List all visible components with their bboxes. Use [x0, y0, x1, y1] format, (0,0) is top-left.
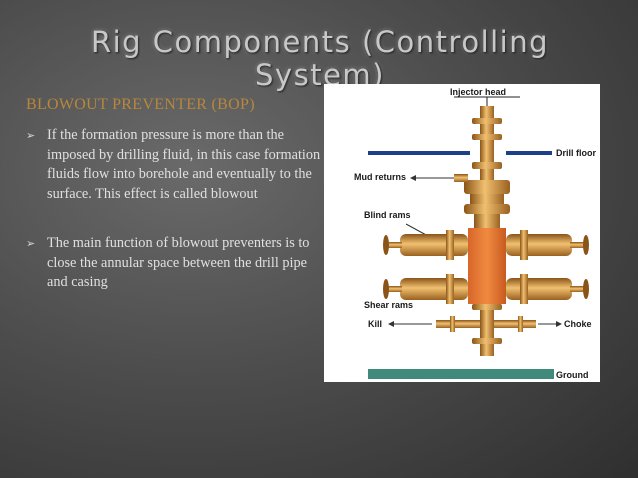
bullet-text: The main function of blowout preventers … [47, 235, 310, 290]
handwheel-icon [383, 279, 389, 299]
label-mud-returns: Mud returns [354, 172, 406, 182]
bullet-item: ➢ The main function of blowout preventer… [26, 234, 326, 293]
label-drill-floor: Drill floor [556, 148, 596, 158]
label-shear-rams: Shear rams [364, 300, 413, 310]
label-choke: Choke [564, 319, 592, 329]
label-kill: Kill [368, 319, 382, 329]
handwheel-icon [583, 235, 589, 255]
arrow-bullet-icon: ➢ [26, 237, 36, 250]
slide-subtitle: BLOWOUT PREVENTER (BOP) [26, 96, 255, 113]
ground-strip [368, 369, 554, 379]
choke-line [494, 320, 536, 328]
handwheel-icon [583, 279, 589, 299]
shear-ram-left [400, 278, 468, 300]
label-blind-rams: Blind rams [364, 210, 411, 220]
bullet-list: ➢ If the formation pressure is more than… [26, 126, 326, 312]
arrow-bullet-icon: ➢ [26, 129, 36, 142]
bullet-item: ➢ If the formation pressure is more than… [26, 126, 326, 204]
blind-ram-left [400, 234, 468, 256]
handwheel-icon [383, 235, 389, 255]
bop-body [468, 228, 506, 304]
label-injector-head: Injector head [450, 87, 506, 97]
blind-ram-right [506, 234, 572, 256]
shear-ram-right [506, 278, 572, 300]
slide-title: Rig Components (Controlling System) [90, 25, 550, 92]
label-ground: Ground [556, 370, 589, 380]
bop-diagram: Injector head Drill floor Mud returns Bl… [324, 84, 600, 382]
bullet-text: If the formation pressure is more than t… [47, 127, 321, 202]
kill-line [436, 320, 480, 328]
